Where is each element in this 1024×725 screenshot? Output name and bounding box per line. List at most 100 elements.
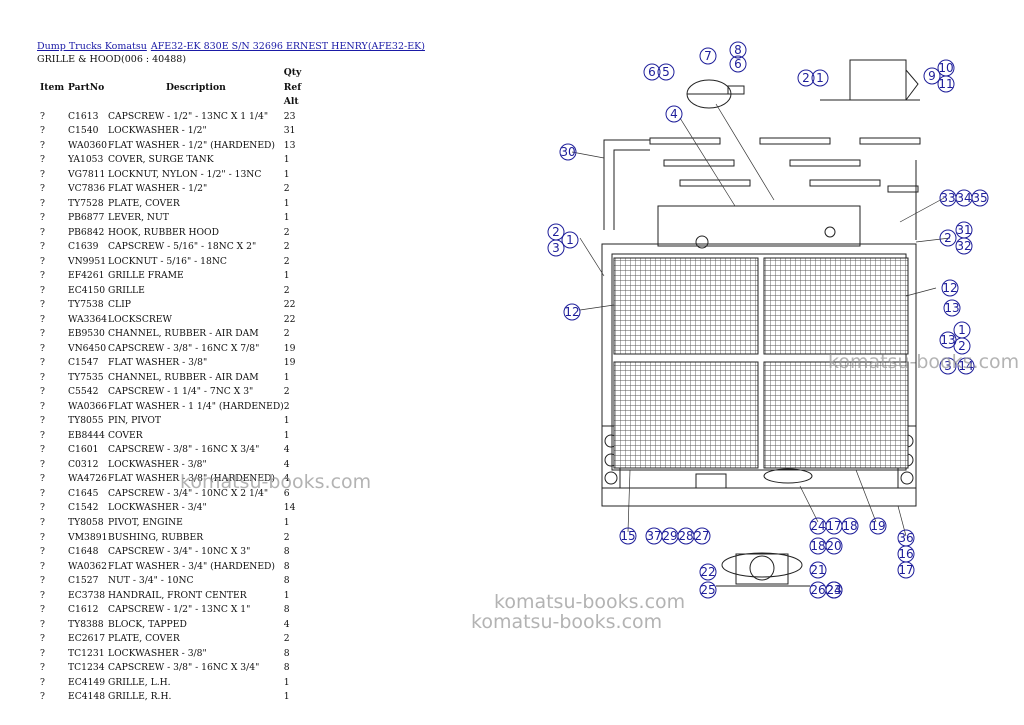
col-header-item: Item	[40, 81, 65, 93]
cell-item: ?	[40, 125, 45, 137]
cell-item: ?	[40, 270, 45, 282]
watermark: komatsu-books.com	[494, 591, 686, 613]
cell-partno: EC4150	[68, 284, 106, 296]
cell-qty: 2	[283, 400, 290, 412]
svg-text:2: 2	[802, 71, 810, 85]
cell-description: FLAT WASHER - 1/2" (HARDENED)	[108, 139, 276, 151]
cell-qty: 1	[283, 154, 290, 166]
svg-text:4: 4	[670, 107, 678, 121]
cell-description: GRILLE, R.H.	[108, 691, 172, 703]
cell-qty: 19	[283, 342, 296, 354]
cell-partno: VM3891	[68, 531, 108, 543]
cell-partno: C1645	[68, 487, 99, 499]
svg-text:1: 1	[566, 233, 574, 247]
callout-15: 15	[619, 527, 637, 545]
watermark: komatsu-books.com	[180, 471, 372, 493]
svg-text:3: 3	[552, 241, 560, 255]
svg-text:22: 22	[700, 565, 715, 579]
cell-qty: 1	[283, 429, 290, 441]
cell-partno: TY7538	[68, 299, 104, 311]
cell-partno: WA0366	[68, 400, 108, 412]
cell-qty: 2	[283, 633, 290, 645]
cell-item: ?	[40, 357, 45, 369]
callout-18: 18	[841, 517, 859, 535]
cell-qty: 1	[283, 270, 290, 282]
svg-text:34: 34	[956, 191, 971, 205]
cell-qty: 1	[283, 516, 290, 528]
callout-7: 7	[699, 47, 717, 65]
cell-partno: VC7836	[68, 183, 106, 195]
cell-qty: 4	[283, 618, 290, 630]
cell-qty: 2	[283, 255, 290, 267]
callout-4: 4	[665, 105, 683, 123]
svg-text:35: 35	[972, 191, 987, 205]
svg-text:17: 17	[898, 563, 913, 577]
cell-qty: 1	[283, 197, 290, 209]
cell-partno: PB6877	[68, 212, 105, 224]
cell-description: FLAT WASHER - 3/8" (HARDENED)	[108, 473, 276, 485]
watermark: komatsu-books.com	[828, 351, 1020, 373]
callout-27: 27	[693, 527, 711, 545]
cell-partno: VG7811	[68, 168, 106, 180]
section-title: GRILLE & HOOD(006 : 40488)	[37, 54, 187, 65]
cell-description: COVER, SURGE TANK	[108, 154, 214, 166]
cell-qty: 22	[283, 299, 296, 311]
cell-partno: TY8058	[68, 516, 104, 528]
cell-qty: 4	[283, 458, 290, 470]
cell-partno: YA1053	[68, 154, 104, 166]
cell-item: ?	[40, 633, 45, 645]
cell-description: CAPSCREW - 3/4" - 10NC X 2 1/4"	[108, 487, 269, 499]
callout-25: 25	[699, 581, 717, 599]
cell-description: CAPSCREW - 1/2" - 13NC X 1 1/4"	[108, 110, 269, 122]
cell-item: ?	[40, 604, 45, 616]
callout-28: 28	[677, 527, 695, 545]
callout-6: 6	[643, 63, 661, 81]
cell-qty: 1	[283, 691, 290, 703]
callout-26: 26	[809, 581, 827, 599]
cell-description: PLATE, COVER	[108, 197, 180, 209]
cell-description: LOCKWASHER - 3/4"	[108, 502, 207, 514]
cell-description: LOCKWASHER - 3/8"	[108, 647, 207, 659]
svg-text:21: 21	[810, 563, 825, 577]
svg-text:3: 3	[944, 359, 952, 373]
callout-2: 2	[939, 229, 957, 247]
callout-2: 2	[547, 223, 565, 241]
svg-text:28: 28	[678, 529, 693, 543]
cell-partno: C1547	[68, 357, 99, 369]
cell-item: ?	[40, 647, 45, 659]
breadcrumb-link-model[interactable]: AFE32-EK 830E S/N 32696 ERNEST HENRY(AFE…	[150, 41, 425, 52]
cell-partno: WA0360	[68, 139, 108, 151]
cell-item: ?	[40, 168, 45, 180]
cell-description: LOCKNUT, NYLON - 1/2" - 13NC	[108, 168, 262, 180]
svg-text:31: 31	[956, 223, 971, 237]
svg-text:24: 24	[826, 583, 841, 597]
cell-item: ?	[40, 226, 45, 238]
cell-partno: VN9951	[68, 255, 107, 267]
cell-description: CAPSCREW - 1/2" - 13NC X 1"	[108, 604, 251, 616]
cell-description: CAPSCREW - 5/16" - 18NC X 2"	[108, 241, 257, 253]
parts-table: Item PartNo Description Qty Ref Alt ?C16…	[37, 66, 301, 705]
cell-partno: EC4148	[68, 691, 106, 703]
cell-item: ?	[40, 415, 45, 427]
cell-description: PIVOT, ENGINE	[108, 516, 183, 528]
cell-description: PIN, PIVOT	[108, 415, 162, 427]
breadcrumb-link-category[interactable]: Dump Trucks Komatsu	[37, 41, 147, 52]
svg-text:5: 5	[662, 65, 670, 79]
handrail-left	[603, 139, 650, 230]
cell-qty: 1	[283, 589, 290, 601]
callout-31: 31	[955, 221, 973, 239]
callout-16: 16	[897, 545, 915, 563]
cell-qty: 2	[283, 241, 290, 253]
cell-description: CAPSCREW - 3/8" - 16NC X 3/4"	[108, 662, 260, 674]
